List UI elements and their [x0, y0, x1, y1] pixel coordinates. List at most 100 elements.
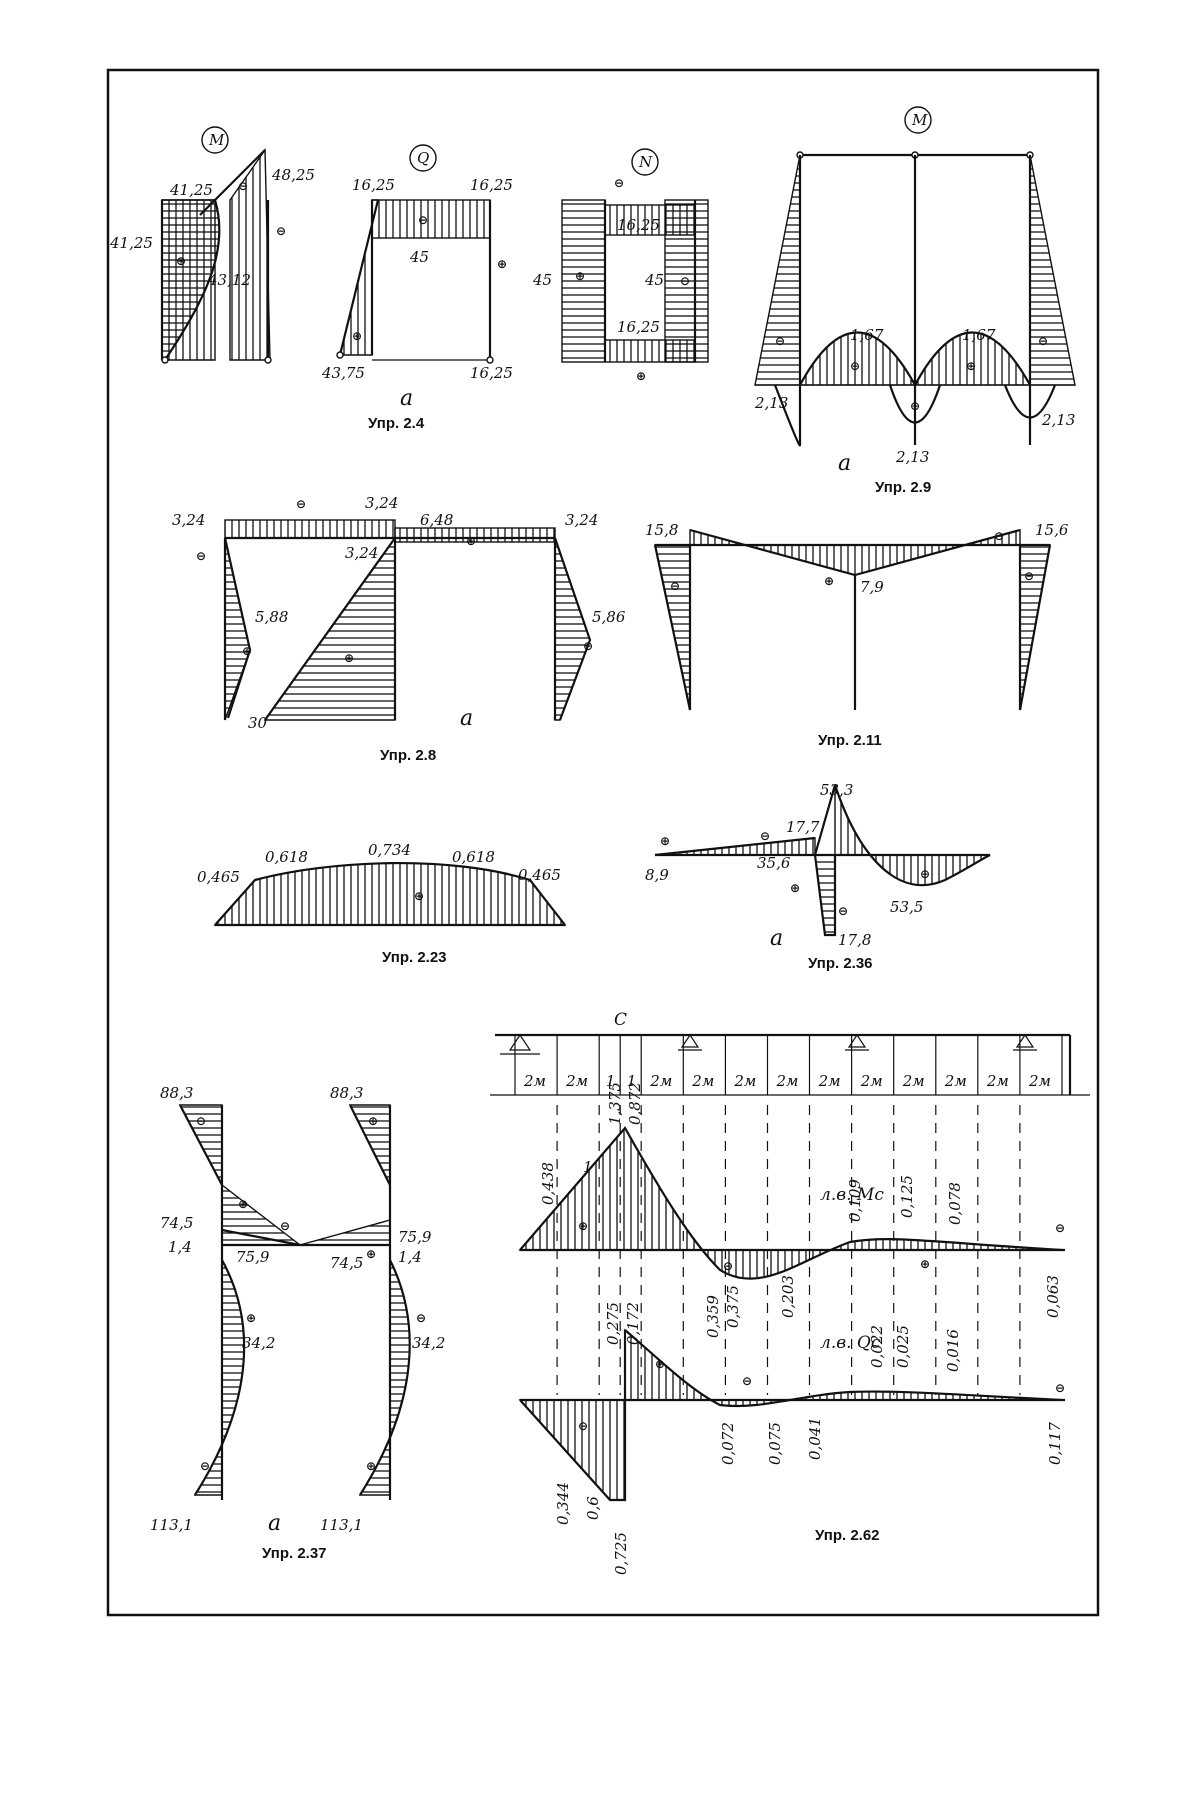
- caption-fig-2-36: Упр. 2.36: [808, 955, 873, 972]
- plus-sign-icon: ⊕: [466, 534, 476, 548]
- minus-sign-icon: ⊖: [910, 399, 920, 413]
- plus-sign-icon: ⊕: [790, 881, 800, 895]
- fig-2-23-value-1: 0,465: [197, 868, 240, 886]
- minus-sign-icon: ⊖: [276, 224, 286, 238]
- fig-2-62-support-2: [678, 1035, 702, 1050]
- fig-2-37-value-2: 88,3: [330, 1084, 363, 1102]
- fig-2-62-qc-value-5: 0,016: [944, 1329, 962, 1372]
- plus-sign-icon: ⊕: [850, 359, 860, 373]
- plus-sign-icon: ⊕: [352, 329, 362, 343]
- fig-2-36-value-4: 35,6: [757, 854, 791, 872]
- fig-2-8-value-8: 30: [248, 714, 268, 732]
- fig-2-37-value-7: 74,5: [330, 1254, 363, 1272]
- fig-2-9-left-triangle: [755, 155, 800, 385]
- minus-sign-icon: ⊖: [1024, 569, 1034, 583]
- plus-sign-icon: ⊕: [344, 651, 354, 665]
- fig-2-62-qc-value-2: 0,172: [624, 1302, 642, 1345]
- fig-2-62-mc-value-6: 0,375: [724, 1285, 742, 1328]
- fig-2-11: 15,8 15,6 7,9 ⊖ ⊕ ⊖ ⊖ Упр. 2.11: [645, 521, 1069, 749]
- plus-sign-icon: ⊕: [966, 359, 976, 373]
- plus-sign-icon: ⊕: [246, 1311, 256, 1325]
- minus-sign-icon: ⊖: [680, 274, 690, 288]
- moment-right-column: [230, 150, 270, 360]
- minus-sign-icon: ⊖: [280, 1219, 290, 1233]
- plus-sign-icon: ⊕: [414, 889, 424, 903]
- fig-2-62-qc-value-8: 0,041: [806, 1417, 824, 1460]
- fig-2-36-column-diagram: [815, 855, 835, 935]
- fig-2-8-value-2: 3,24: [365, 494, 398, 512]
- moment-value-3: 41,25: [109, 234, 153, 252]
- fig-2-36: 53,3 17,7 8,9 35,6 53,5 17,8 ⊕ ⊖ ⊕ ⊕ ⊖ a…: [645, 781, 990, 972]
- shear-value-1: 16,25: [352, 176, 395, 194]
- plus-sign-icon: ⊕: [920, 1257, 930, 1271]
- moment-tag: M: [208, 131, 225, 149]
- fig-2-62-span-label: 2м: [523, 1072, 546, 1090]
- caption-fig-2-4: Упр. 2.4: [368, 415, 425, 432]
- fig-2-8-value-6: 5,88: [255, 608, 288, 626]
- fig-2-8: 3,24 3,24 6,48 3,24 3,24 5,88 5,86 30 ⊖ …: [172, 494, 626, 764]
- fig-2-37-value-11: 113,1: [150, 1516, 193, 1534]
- caption-fig-2-8: Упр. 2.8: [380, 747, 436, 764]
- minus-sign-icon: ⊖: [1055, 1221, 1065, 1235]
- fig-2-36-value-5: 53,5: [890, 898, 923, 916]
- fig-2-62-mc-value-5: 0,359: [704, 1295, 722, 1338]
- minus-sign-icon: ⊖: [578, 1419, 588, 1433]
- plus-sign-icon: ⊕: [660, 834, 670, 848]
- minus-sign-icon: ⊖: [418, 213, 428, 227]
- minus-sign-icon: ⊖: [994, 529, 1004, 543]
- moment-value-1: 41,25: [169, 181, 213, 199]
- normal-value-3: 45: [644, 271, 664, 289]
- fig-2-62-span-label: 2м: [733, 1072, 756, 1090]
- fig-2-62-qc-value-10: 0,344: [554, 1482, 572, 1525]
- fig-2-62-mc-value-11: 0,063: [1044, 1275, 1062, 1318]
- fig-2-8-value-3: 6,48: [420, 511, 453, 529]
- fig-2-8-value-1: 3,24: [172, 511, 205, 529]
- fig-2-62-point-c: C: [614, 1010, 627, 1030]
- fig-2-62-qc-value-4: 0,025: [894, 1325, 912, 1368]
- shear-beam-band: [372, 200, 490, 238]
- plus-sign-icon: ⊕: [636, 369, 646, 383]
- fig-2-23-value-3: 0,734: [368, 841, 411, 859]
- minus-sign-icon: ⊖: [196, 549, 206, 563]
- fig-2-62-span-label: 2м: [902, 1072, 925, 1090]
- fig-2-37-value-10: 34,2: [412, 1334, 445, 1352]
- minus-sign-icon: ⊖: [775, 334, 785, 348]
- fig-2-62-span-label: 2м: [691, 1072, 714, 1090]
- normal-value-4: 16,25: [617, 318, 660, 336]
- fig-2-8-value-7: 5,86: [592, 608, 626, 626]
- fig-2-62-mc-value-10: 0,078: [946, 1182, 964, 1225]
- fig-2-62-mc-value-9: 0,125: [898, 1175, 916, 1218]
- fig-2-62-span-grid: 2м2м112м2м2м2м2м2м2м2м2м2м: [515, 1035, 1062, 1095]
- minus-sign-icon: ⊖: [416, 1311, 426, 1325]
- fig-2-62-mc-value-8: 0,109: [846, 1179, 864, 1222]
- fig-2-62-qc-value-12: 0,725: [612, 1532, 630, 1575]
- fig-2-36-letter: a: [770, 926, 783, 951]
- fig-2-37-value-4: 1,4: [168, 1238, 192, 1256]
- fig-2-9-value-4: 2,13: [895, 448, 929, 466]
- fig-2-37-value-3: 74,5: [160, 1214, 193, 1232]
- fig-2-62-span-label: 2м: [860, 1072, 883, 1090]
- fig-2-62-qc-value-11: 0,6: [584, 1496, 602, 1520]
- fig-2-8-letter: a: [460, 706, 473, 731]
- fig-2-37-value-5: 75,9: [236, 1248, 270, 1266]
- fig-2-36-value-2: 17,7: [786, 818, 820, 836]
- fig-2-62-span-label: 2м: [565, 1072, 588, 1090]
- fig-2-37: 88,3 88,3 74,5 1,4 75,9 75,9 74,5 1,4 34…: [150, 1084, 445, 1562]
- plus-sign-icon: ⊕: [366, 1459, 376, 1473]
- plus-sign-icon: ⊕: [176, 254, 186, 268]
- fig-2-9-tag: M: [911, 111, 928, 129]
- fig-2-23-value-2: 0,618: [265, 848, 308, 866]
- caption-fig-2-62: Упр. 2.62: [815, 1527, 880, 1544]
- minus-sign-icon: ⊖: [838, 904, 848, 918]
- fig-2-36-value-6: 17,8: [838, 931, 871, 949]
- fig-2-62: C 2м2м112м2м2м2м2м2м2м2м2м2м л.в. Mc л.в…: [490, 1010, 1090, 1575]
- shear-value-3: 45: [409, 248, 429, 266]
- normal-value-2: 45: [532, 271, 552, 289]
- fig-2-37-value-6: 75,9: [398, 1228, 432, 1246]
- fig-2-9-value-2: 1,67: [962, 326, 996, 344]
- minus-sign-icon: ⊖: [614, 176, 624, 190]
- plus-sign-icon: ⊕: [242, 644, 252, 658]
- minus-sign-icon: ⊖: [670, 579, 680, 593]
- fig-2-37-letter: a: [268, 1511, 281, 1536]
- fig-2-62-span-label: 2м: [818, 1072, 841, 1090]
